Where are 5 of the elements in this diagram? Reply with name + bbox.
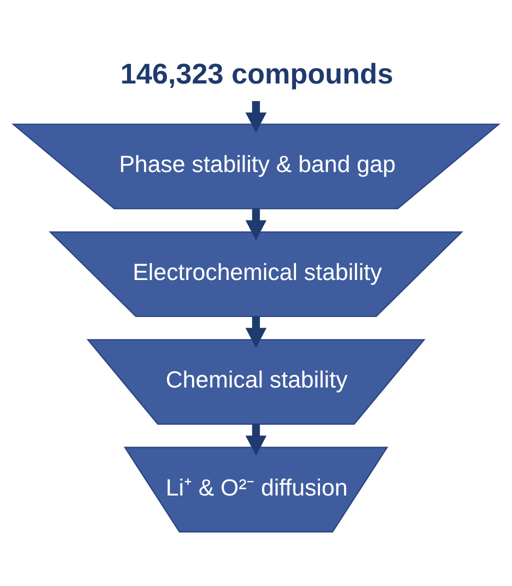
- arrow: [245, 208, 267, 240]
- node-text: 146,323 compounds: [120, 58, 394, 91]
- arrow: [245, 424, 267, 456]
- arrow: [245, 316, 267, 348]
- arrow: [245, 101, 267, 133]
